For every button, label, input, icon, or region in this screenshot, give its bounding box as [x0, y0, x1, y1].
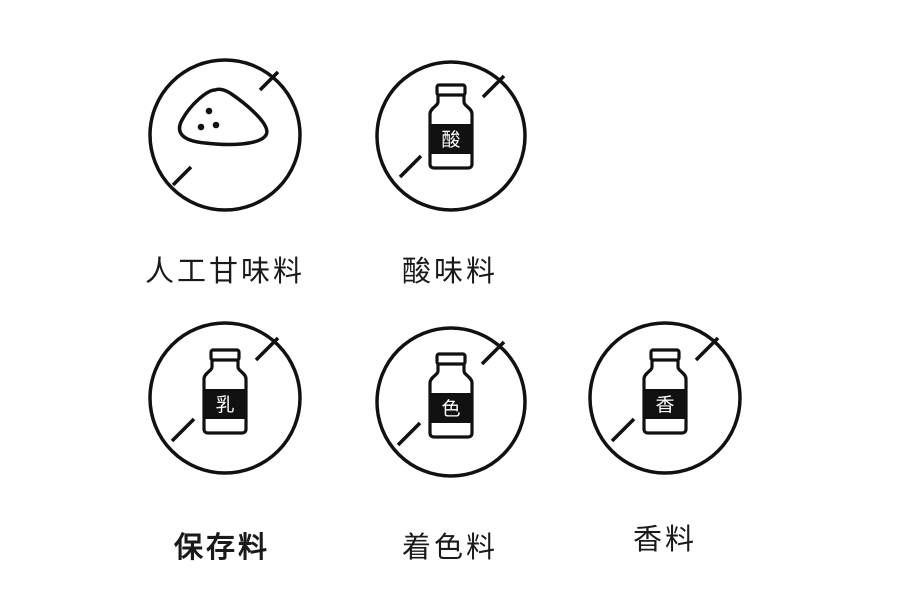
- label-preservative: 保存料: [173, 530, 271, 564]
- bottle-label-text: 香: [655, 394, 674, 416]
- bottle-prohibited-icon: 香: [588, 321, 742, 475]
- label-acidulant: 酸味料: [401, 254, 499, 288]
- bottle-prohibited-icon: 乳: [148, 321, 302, 475]
- label-artificial-sweetener: 人工甘味料: [144, 254, 306, 288]
- bottle-label-text: 色: [441, 398, 460, 420]
- bottle-prohibited-icon: 色: [375, 326, 527, 478]
- sugar-pile-prohibited-icon: [148, 58, 302, 212]
- label-flavoring: 香料: [632, 522, 698, 556]
- bottle-prohibited-icon: 酸: [375, 60, 527, 212]
- bottle-label-text: 乳: [215, 394, 234, 416]
- bottle-label-text: 酸: [441, 129, 460, 151]
- label-coloring: 着色料: [401, 530, 499, 564]
